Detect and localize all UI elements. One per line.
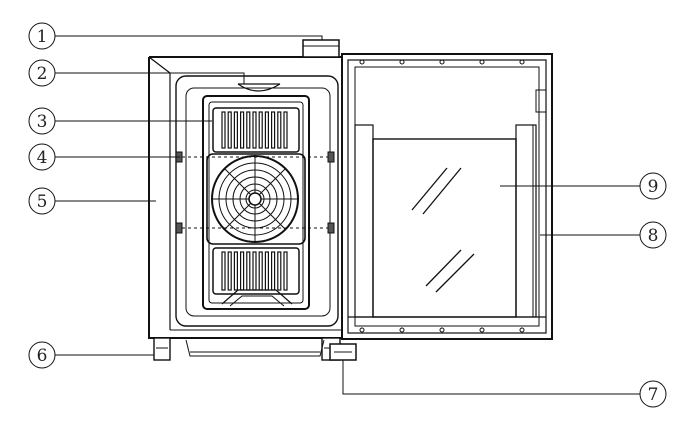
door-screws [359,59,525,333]
callout-1-number: 1 [37,27,48,47]
leader-7 [342,360,640,395]
drain-channel-inner [229,295,285,307]
control-knob [302,39,340,58]
heat-sink-fin [240,251,245,291]
fan-guard-spoke [224,202,252,230]
panel-frame-inner [208,101,304,304]
callout-9: 9 [639,172,667,200]
drain-channel [221,289,293,305]
door-screw [519,327,525,333]
door-screw [479,59,485,65]
callout-7: 7 [639,380,667,408]
cooling-panel [202,95,310,310]
fan-hub [248,192,262,206]
heat-sink-fin [252,111,257,149]
callout-8-number: 8 [648,226,659,246]
heat-sink-fin [221,251,226,291]
heat-sink-fin [277,251,282,291]
cabinet-body [148,56,342,339]
door [341,53,553,340]
callout-3-number: 3 [37,112,48,132]
light-housing [237,83,281,92]
heat-sink-fin [271,111,276,149]
fan-guard-spoke [258,202,286,230]
glass-reflection-upper [411,167,462,215]
panel-frame [202,95,310,310]
fan-housing [206,153,306,245]
heat-sink-fin [258,251,263,291]
upper-heat-sink-fins [221,111,288,149]
door-handle-bracket [535,89,547,113]
callout-8: 8 [639,221,667,249]
fan [206,153,306,245]
leader-lines [55,35,640,395]
door-screw [359,327,365,333]
cabinet-liner-inner [185,87,331,317]
lower-heat-sink [212,247,300,295]
front-feet [153,337,341,361]
upper-heat-sink [212,107,300,153]
heat-sink-fin [258,111,263,149]
heat-sink-fin [240,111,245,149]
callout-3: 3 [28,107,56,135]
heat-sink-fin [271,251,276,291]
heat-sink-fin [246,251,251,291]
door-screw [399,59,405,65]
glass-panel [372,138,517,318]
door-frame-inner [347,59,547,334]
callout-5-number: 5 [37,192,48,212]
leader-1 [55,35,323,40]
callout-2-number: 2 [37,64,48,84]
callout-6: 6 [28,341,56,369]
cabinet-left-bevel [148,56,171,74]
glass-reflection-lower [425,249,475,293]
heat-sink-fin [227,251,232,291]
heat-sink-fin [252,251,257,291]
callout-5: 5 [28,187,56,215]
door-frame [341,53,553,340]
door-screw [439,327,445,333]
door-screw [399,327,405,333]
callout-7-number: 7 [648,385,659,405]
door-gasket [354,66,540,327]
door-screw [359,59,365,65]
heat-sink-fin [277,111,282,149]
callout-4: 4 [28,143,56,171]
leader-2 [55,72,245,84]
callout-1: 1 [28,22,56,50]
cabinet-liner [175,75,339,327]
heat-sink-fin [283,251,288,291]
door-side-trim-left [354,124,374,318]
shelf-bracket-right-lower [327,222,335,234]
cabinet-outline [148,57,342,339]
heat-sink-fin [283,111,288,149]
callout-9-number: 9 [648,177,659,197]
heat-sink-fin [233,251,238,291]
door-hinge [329,343,357,361]
fan-guard-spoke [258,168,286,196]
fan-guard-spoke [224,168,252,196]
foot-left [153,337,171,361]
heat-sink-fin [264,251,269,291]
shelf-bracket-right-upper [327,151,335,163]
callout-2: 2 [28,59,56,87]
shelf-bracket-left-lower [175,222,183,234]
lower-heat-sink-fins [221,251,288,291]
door-screw [479,327,485,333]
door-screw [439,59,445,65]
callout-4-number: 4 [37,148,48,168]
heat-sink-fin [227,111,232,149]
heat-sink-fin [264,111,269,149]
callout-6-number: 6 [37,346,48,366]
fan-guard-spokes [212,156,298,242]
drip-tray [185,339,325,357]
heat-sink-fin [233,111,238,149]
heat-sink-fin [221,111,226,149]
door-screw [519,59,525,65]
heat-sink-fin [246,111,251,149]
